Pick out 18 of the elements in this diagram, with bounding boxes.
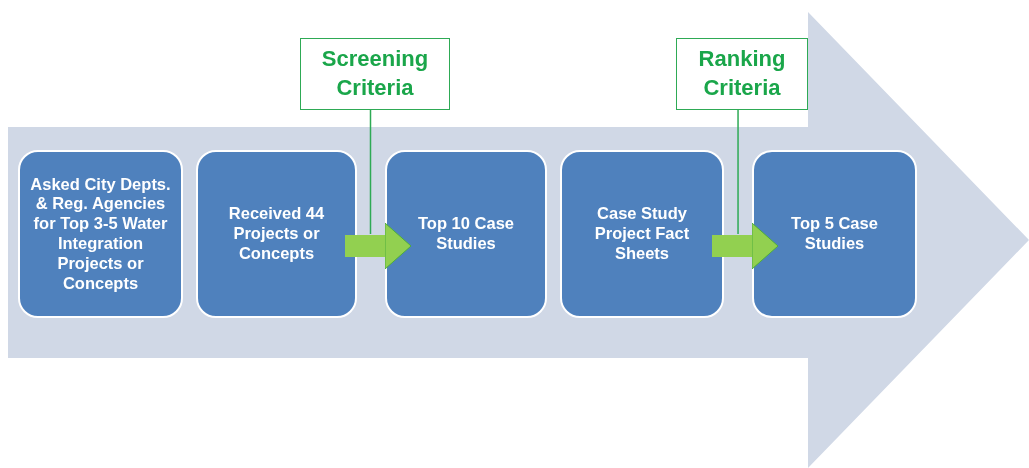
process-box — [196, 150, 357, 318]
block-arrow — [345, 222, 412, 270]
process-box — [18, 150, 183, 318]
box-text: Ranking Criteria — [697, 45, 787, 102]
box-text: Case Study Project Fact Sheets — [593, 204, 691, 264]
box-text: Received 44 Projects or Concepts — [227, 204, 326, 264]
criteria-box — [300, 38, 450, 110]
box-text: Top 5 Case Studies — [790, 214, 879, 254]
process-box — [385, 150, 547, 318]
criteria-box — [676, 38, 808, 110]
process-box — [752, 150, 917, 318]
process-box — [560, 150, 724, 318]
leader-line — [737, 109, 739, 235]
leader-line — [369, 109, 372, 235]
box-text: Screening Criteria — [320, 45, 430, 102]
box-text: Asked City Depts. & Reg. Agencies for Top 3-5 Water Integration Projects or Concepts — [29, 174, 172, 294]
box-text: Top 10 Case Studies — [417, 214, 515, 254]
block-arrow — [712, 222, 779, 270]
